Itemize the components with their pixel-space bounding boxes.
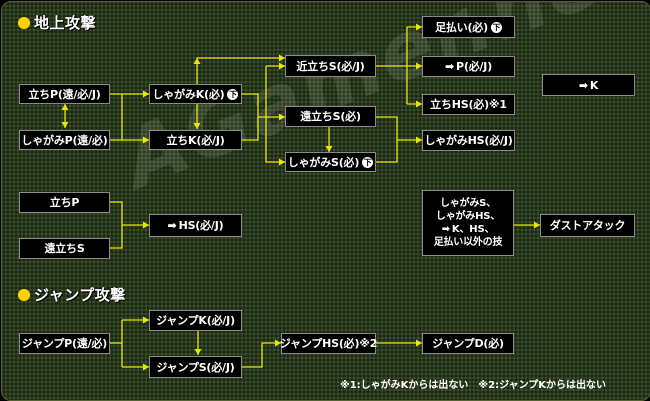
node-dust-attack: ダストアタック [540, 214, 635, 237]
node-arrow-p: ➡P(必/J) [422, 56, 515, 77]
down-badge-icon: 下 [362, 156, 374, 168]
node-shagami-k: しゃがみK(必)下 [149, 84, 242, 104]
node-arrow-hs: ➡HS(必/J) [149, 214, 242, 237]
node-shagami-s: しゃがみS(必)下 [285, 152, 376, 172]
bullet-dot-icon [18, 17, 30, 29]
node-jump-k: ジャンプK(必/J) [149, 310, 242, 331]
right-arrow-icon: ➡ [578, 78, 588, 92]
node-tachi-p: 立ちP [19, 192, 110, 213]
node-arrow-k: ➡K [542, 74, 635, 96]
node-ashibarai: 足払い(必)下 [422, 16, 515, 38]
node-tachi-p-tooj: 立ちP(遠/必/J) [19, 84, 110, 104]
node-kindachi-s: 近立ちS(必/J) [285, 55, 376, 77]
node-dust-source: しゃがみS、 しゃがみHS、 ➡K、HS、 足払い以外の技 [422, 190, 514, 256]
node-jump-hs: ジャンプHS(必)※2 [280, 333, 377, 354]
footnote: ※1:しゃがみKからは出ない ※2:ジャンプKからは出ない [340, 380, 607, 391]
section-title-jump: ジャンプ攻撃 [18, 284, 126, 305]
node-tachi-k: 立ちK(必/J) [149, 130, 242, 150]
node-endachi-s2: 遠立ちS [19, 238, 110, 259]
node-shagami-hs: しゃがみHS(必/J) [422, 130, 515, 151]
right-arrow-icon: ➡ [167, 219, 177, 232]
node-jump-d: ジャンプD(必) [422, 333, 514, 354]
node-tachi-hs: 立ちHS(必)※1 [422, 94, 515, 115]
node-shagami-p: しゃがみP(遠/必) [19, 130, 110, 150]
bullet-dot-icon [18, 289, 30, 301]
right-arrow-icon: ➡ [444, 60, 454, 73]
node-endachi-s: 遠立ちS(必) [285, 106, 376, 127]
section-title-ground: 地上攻撃 [18, 12, 96, 33]
down-badge-icon: 下 [227, 88, 239, 100]
down-badge-icon: 下 [490, 21, 502, 33]
node-jump-p: ジャンプP(遠/必) [19, 333, 110, 354]
right-arrow-icon: ➡ [441, 224, 450, 235]
node-jump-s: ジャンプS(必/J) [149, 356, 242, 378]
